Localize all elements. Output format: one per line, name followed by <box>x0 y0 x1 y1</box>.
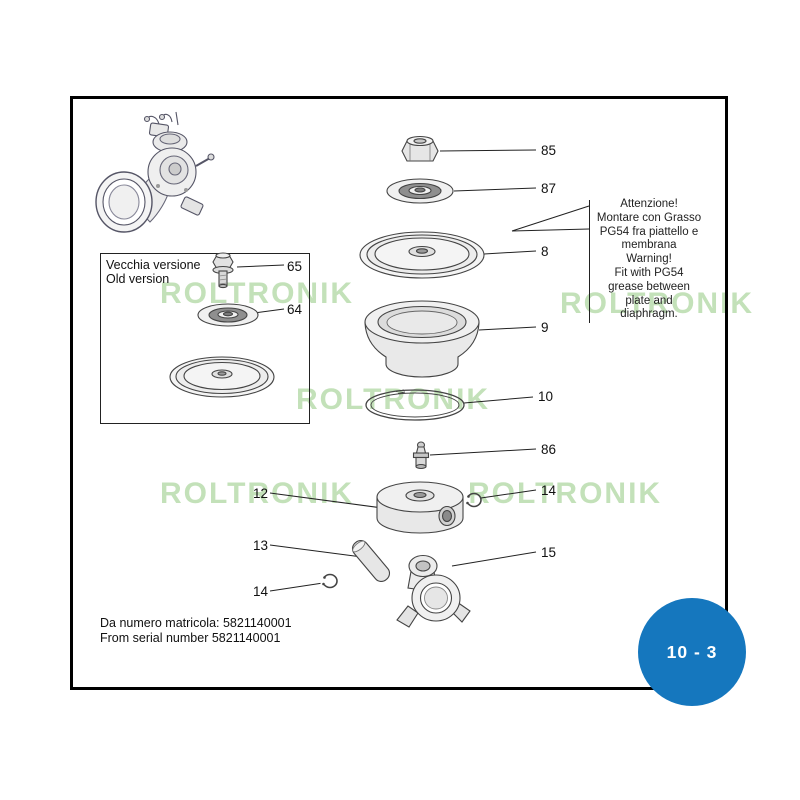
part-label-14-right: 14 <box>541 483 557 498</box>
part-diaphragm-8-drawing <box>359 231 485 279</box>
warning-line: Fit with PG54 <box>614 266 684 279</box>
part-label-85: 85 <box>541 143 557 158</box>
watermark: ROLTRONIK <box>468 477 663 510</box>
serial-note-it: Da numero matricola: 5821140001 <box>100 616 292 630</box>
part-washer-87-drawing <box>386 178 454 204</box>
part-piston-cup-9-drawing <box>364 300 480 378</box>
part-label-10: 10 <box>538 389 554 404</box>
warning-line: Warning! <box>626 253 672 266</box>
watermark: ROLTRONIK <box>560 287 755 320</box>
part-label-9: 9 <box>541 320 549 335</box>
leader-lines <box>236 149 537 592</box>
part-oring-10-drawing <box>365 389 465 421</box>
old-version-plate-64-drawing <box>197 303 259 327</box>
warning-bracket <box>511 200 590 323</box>
part-label-86: 86 <box>541 442 557 457</box>
warning-line: Montare con Grasso <box>596 211 702 224</box>
part-label-14-left: 14 <box>252 584 268 599</box>
warning-line: grease between <box>608 280 690 293</box>
serial-note: Da numero matricola: 5821140001 From ser… <box>100 616 292 646</box>
warning-line: PG54 fra piattello e <box>599 225 699 238</box>
watermark: ROLTRONIK <box>160 477 355 510</box>
old-version-title-it: Vecchia versione <box>106 258 201 272</box>
part-circlip-14-left-drawing <box>320 573 338 589</box>
part-grease-fitting-86-drawing <box>412 441 430 470</box>
warning-line: Attenzione! <box>620 198 678 210</box>
part-label-12: 12 <box>252 486 268 501</box>
part-circlip-14-right-drawing <box>464 492 482 508</box>
serial-note-en: From serial number 5821140001 <box>100 631 281 645</box>
pump-overview-illustration <box>95 111 215 233</box>
part-piston-12-drawing <box>376 481 464 534</box>
warning-line: diaphragm. <box>620 308 678 321</box>
part-label-87: 87 <box>541 181 557 196</box>
old-version-title: Vecchia versione Old version <box>106 258 201 286</box>
old-version-box <box>100 253 310 424</box>
warning-note: Attenzione! Montare con Grasso PG54 fra … <box>592 198 706 322</box>
part-label-64: 64 <box>287 302 303 317</box>
part-label-65: 65 <box>287 259 303 274</box>
watermark: ROLTRONIK <box>160 277 355 310</box>
part-conrod-15-drawing <box>396 554 471 628</box>
part-nut-85-drawing <box>401 135 439 162</box>
page-number: 10 - 3 <box>666 641 718 662</box>
warning-line: plate and <box>625 294 673 307</box>
part-label-15: 15 <box>541 545 557 560</box>
part-pin-13-drawing <box>351 539 391 583</box>
watermark: ROLTRONIK <box>296 383 491 416</box>
part-label-13: 13 <box>252 538 268 553</box>
old-version-diaphragm-drawing <box>169 356 275 398</box>
page-border <box>70 96 728 690</box>
warning-line: membrana <box>621 239 677 252</box>
old-version-bolt-65-drawing <box>212 252 234 289</box>
page-number-badge: 10 - 3 <box>638 598 746 706</box>
old-version-title-en: Old version <box>106 272 170 286</box>
part-label-8: 8 <box>541 244 549 259</box>
